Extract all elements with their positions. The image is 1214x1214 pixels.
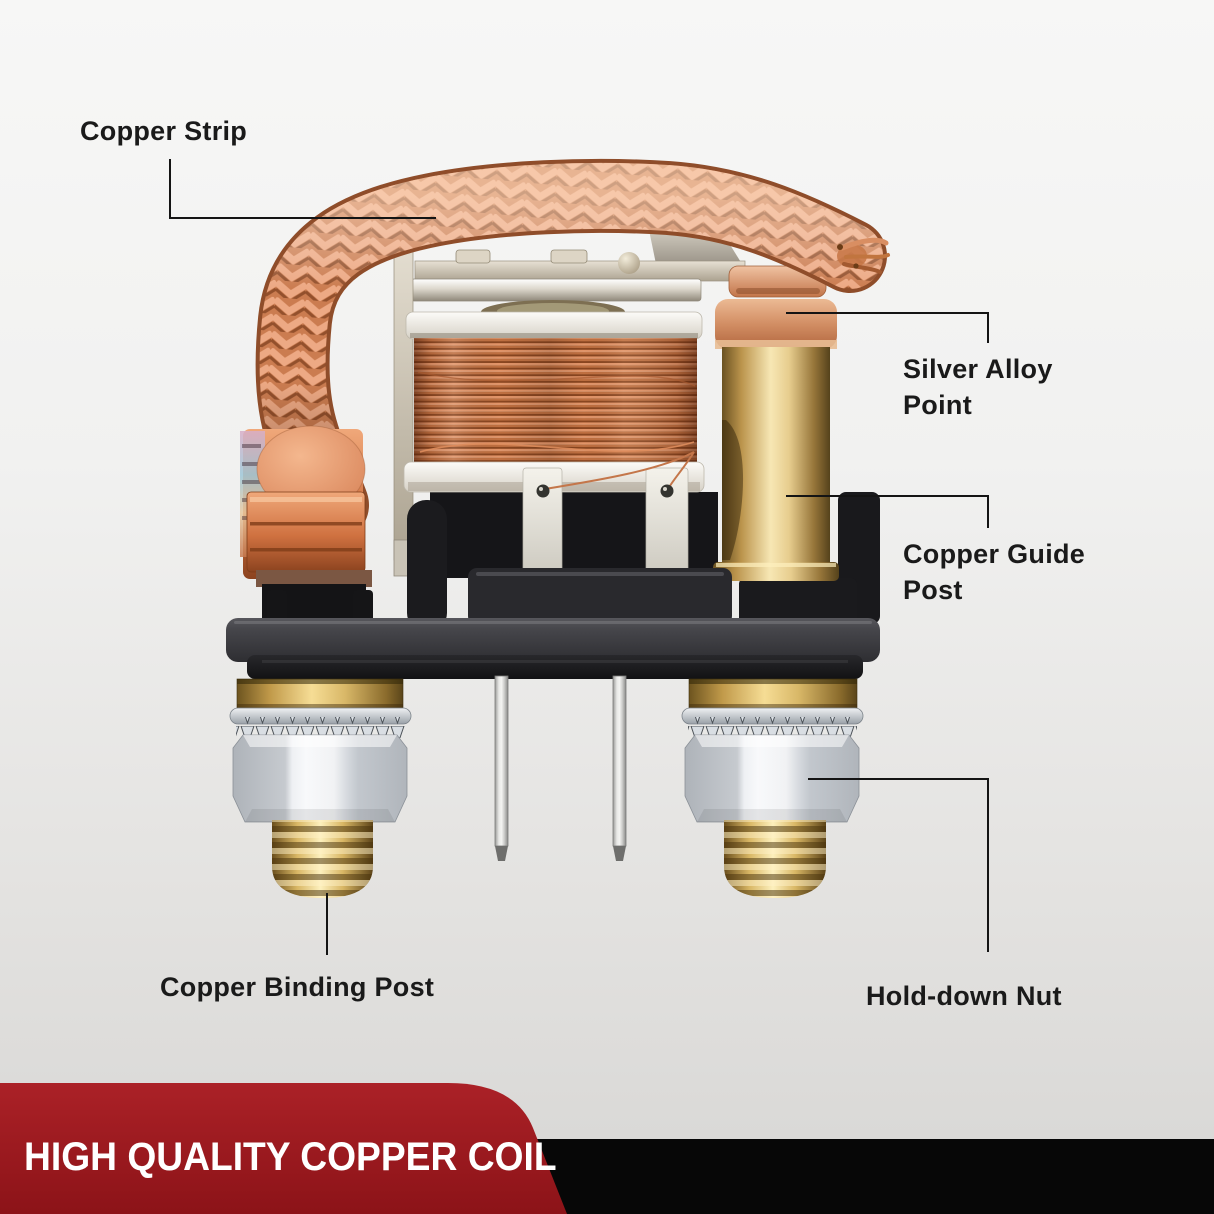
banner-red-ribbon [0, 1083, 567, 1214]
clamp-foot [256, 570, 372, 587]
lock-washer [681, 707, 864, 738]
connector-pins [494, 675, 627, 861]
threaded-stud [724, 820, 826, 898]
binding-post-right [681, 678, 864, 898]
threaded-stud [272, 820, 373, 898]
copper-clamp [240, 425, 372, 622]
base-underlip [247, 655, 863, 679]
copper-guide-post-leader-line [786, 495, 989, 528]
braid-frayed-end [837, 237, 890, 274]
coil-terminal-tabs [522, 451, 695, 579]
gold-ring [688, 678, 858, 711]
hold-down-nut [232, 734, 408, 823]
silver-alloy-point-leader-line [786, 312, 989, 343]
bottom-black-bar [498, 1139, 1214, 1214]
lock-washer [229, 707, 412, 738]
relay-base [226, 568, 880, 679]
copper-binding-post-label: Copper Binding Post [160, 972, 435, 1002]
copper-guide-post-label: Copper Guide Post [903, 539, 1086, 605]
post-copper-cap [715, 299, 837, 349]
copper-strip-leader-line [169, 159, 436, 219]
bumper-post [407, 500, 447, 632]
hold-down-nut [684, 734, 860, 823]
rivet [455, 249, 491, 264]
copper-coil [403, 300, 705, 579]
gold-ring [236, 678, 404, 711]
banner-title: HIGH QUALITY COPPER COIL [24, 1135, 557, 1179]
copper-strip-label: Copper Strip [80, 116, 248, 146]
armature-assembly [410, 249, 746, 302]
rivet [550, 249, 588, 264]
hold-down-nut-label: Hold-down Nut [866, 981, 1062, 1011]
silver-alloy-point-label: Silver Alloy Point [903, 354, 1053, 420]
dome-rivet [618, 252, 640, 274]
binding-post-left [229, 678, 412, 898]
base-plate [226, 618, 880, 662]
silver-alloy-contact [728, 265, 827, 298]
copper-guide-post [713, 299, 857, 624]
hold-down-nut-leader-line [808, 778, 989, 952]
post-body [722, 347, 830, 569]
